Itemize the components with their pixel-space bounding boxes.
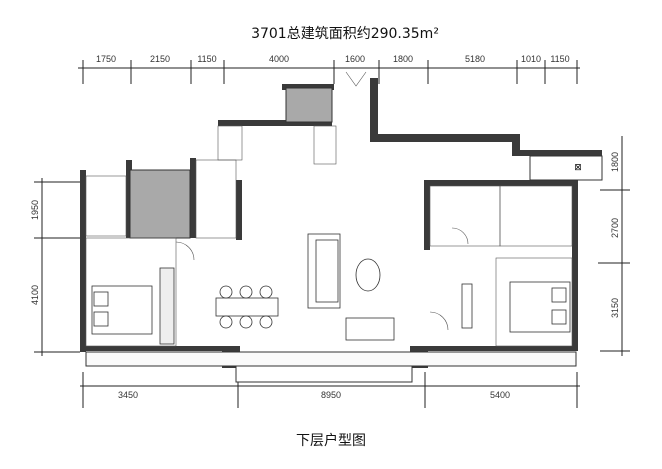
dim-bottom-1: 3450 <box>118 390 138 400</box>
partitions <box>85 125 573 347</box>
top-dimension-chain: 1750 2150 1150 4000 1600 1800 5180 1010 … <box>78 54 580 84</box>
doors <box>175 71 469 331</box>
dim-top-5: 1600 <box>345 54 365 64</box>
dim-bottom-2: 8950 <box>321 390 341 400</box>
dim-top-2: 2150 <box>150 54 170 64</box>
terrace-strip <box>85 351 577 367</box>
shaft-core-top <box>285 87 333 123</box>
dining-table <box>215 285 279 329</box>
dim-top-9: 1150 <box>550 54 569 64</box>
armchair-pair <box>345 317 395 341</box>
dim-top-7: 5180 <box>465 54 485 64</box>
dim-top-8: 1010 <box>521 54 541 64</box>
dim-right-1: 1800 <box>610 152 620 172</box>
ac-unit-icon: ⊠ <box>574 163 582 173</box>
shaft-core-left <box>129 169 191 239</box>
right-dimension-chain: 1800 2700 3150 <box>598 136 630 356</box>
coffee-table <box>355 258 381 292</box>
dim-top-4: 4000 <box>269 54 289 64</box>
ac-platform <box>529 155 603 181</box>
left-dimension-chain: 1950 4100 <box>30 178 80 356</box>
bottom-dimension-chain: 3450 8950 5400 <box>80 372 580 408</box>
bedroom-right-bed <box>461 281 571 333</box>
dim-top-3: 1150 <box>197 54 216 64</box>
dim-top-1: 1750 <box>96 54 116 64</box>
bedroom-left-bed <box>91 267 175 345</box>
dim-right-2: 2700 <box>610 218 620 238</box>
plan-title: 3701总建筑面积约290.35m² <box>251 26 439 42</box>
plan-caption: 下层户型图 <box>296 432 366 449</box>
dim-right-3: 3150 <box>610 298 620 318</box>
dim-top-6: 1800 <box>393 54 413 64</box>
dim-left-1: 1950 <box>30 200 40 220</box>
dim-left-2: 4100 <box>30 285 40 305</box>
sofa <box>307 233 341 309</box>
dim-bottom-3: 5400 <box>490 390 510 400</box>
